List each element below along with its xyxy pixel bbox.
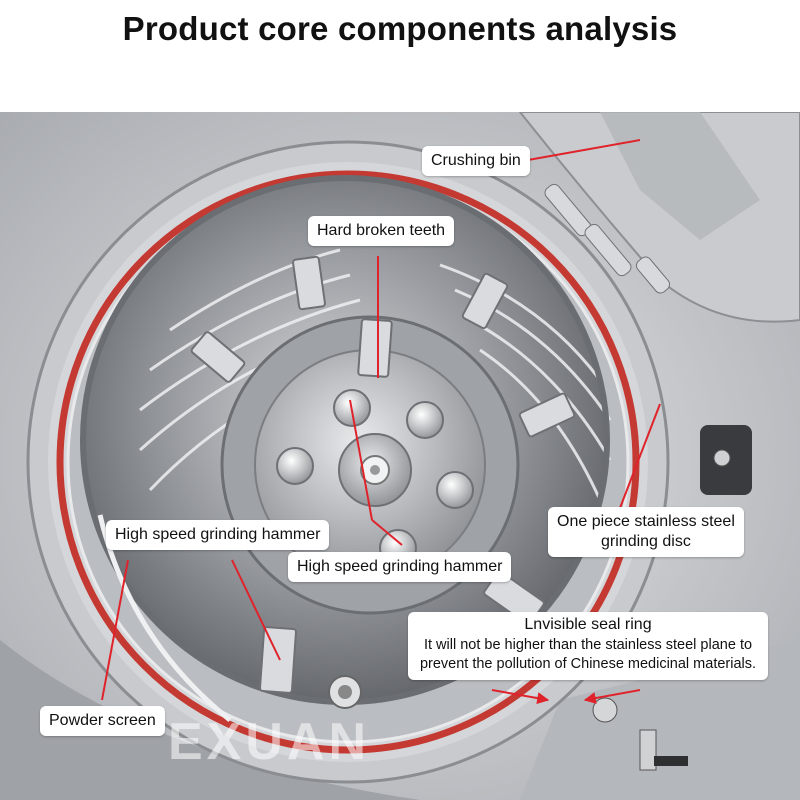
label-powder-screen: Powder screen [40, 706, 165, 736]
seal-ring [56, 170, 640, 754]
page-title: Product core components analysis [122, 10, 678, 47]
label-hard-broken-teeth: Hard broken teeth [308, 216, 455, 246]
label-grinding-hammer-left: High speed grinding hammer [106, 520, 330, 550]
seal-desc-2: prevent the pollution of Chinese medicin… [419, 656, 757, 672]
bolts [276, 389, 474, 567]
label-grinding-hammer-center: High speed grinding hammer [288, 552, 512, 582]
hammers [190, 255, 576, 694]
label-seal-ring: Lnvisible seal ring It will not be highe… [408, 612, 768, 680]
callout-lines [101, 139, 661, 705]
label-grinding-disc: One piece stainless steel grinding disc [548, 507, 744, 557]
watermark: EXUAN [168, 713, 371, 771]
seal-title: Lnvisible seal ring [524, 616, 652, 633]
valve [592, 697, 688, 771]
label-crushing-bin: Crushing bin [422, 146, 530, 176]
grinder-photo [0, 112, 800, 800]
disc-line-1: One piece stainless steel [557, 513, 735, 530]
hinge [544, 183, 671, 294]
disc-line-2: grinding disc [601, 533, 691, 550]
seal-desc-1: It will not be higher than the stainless… [423, 637, 753, 653]
